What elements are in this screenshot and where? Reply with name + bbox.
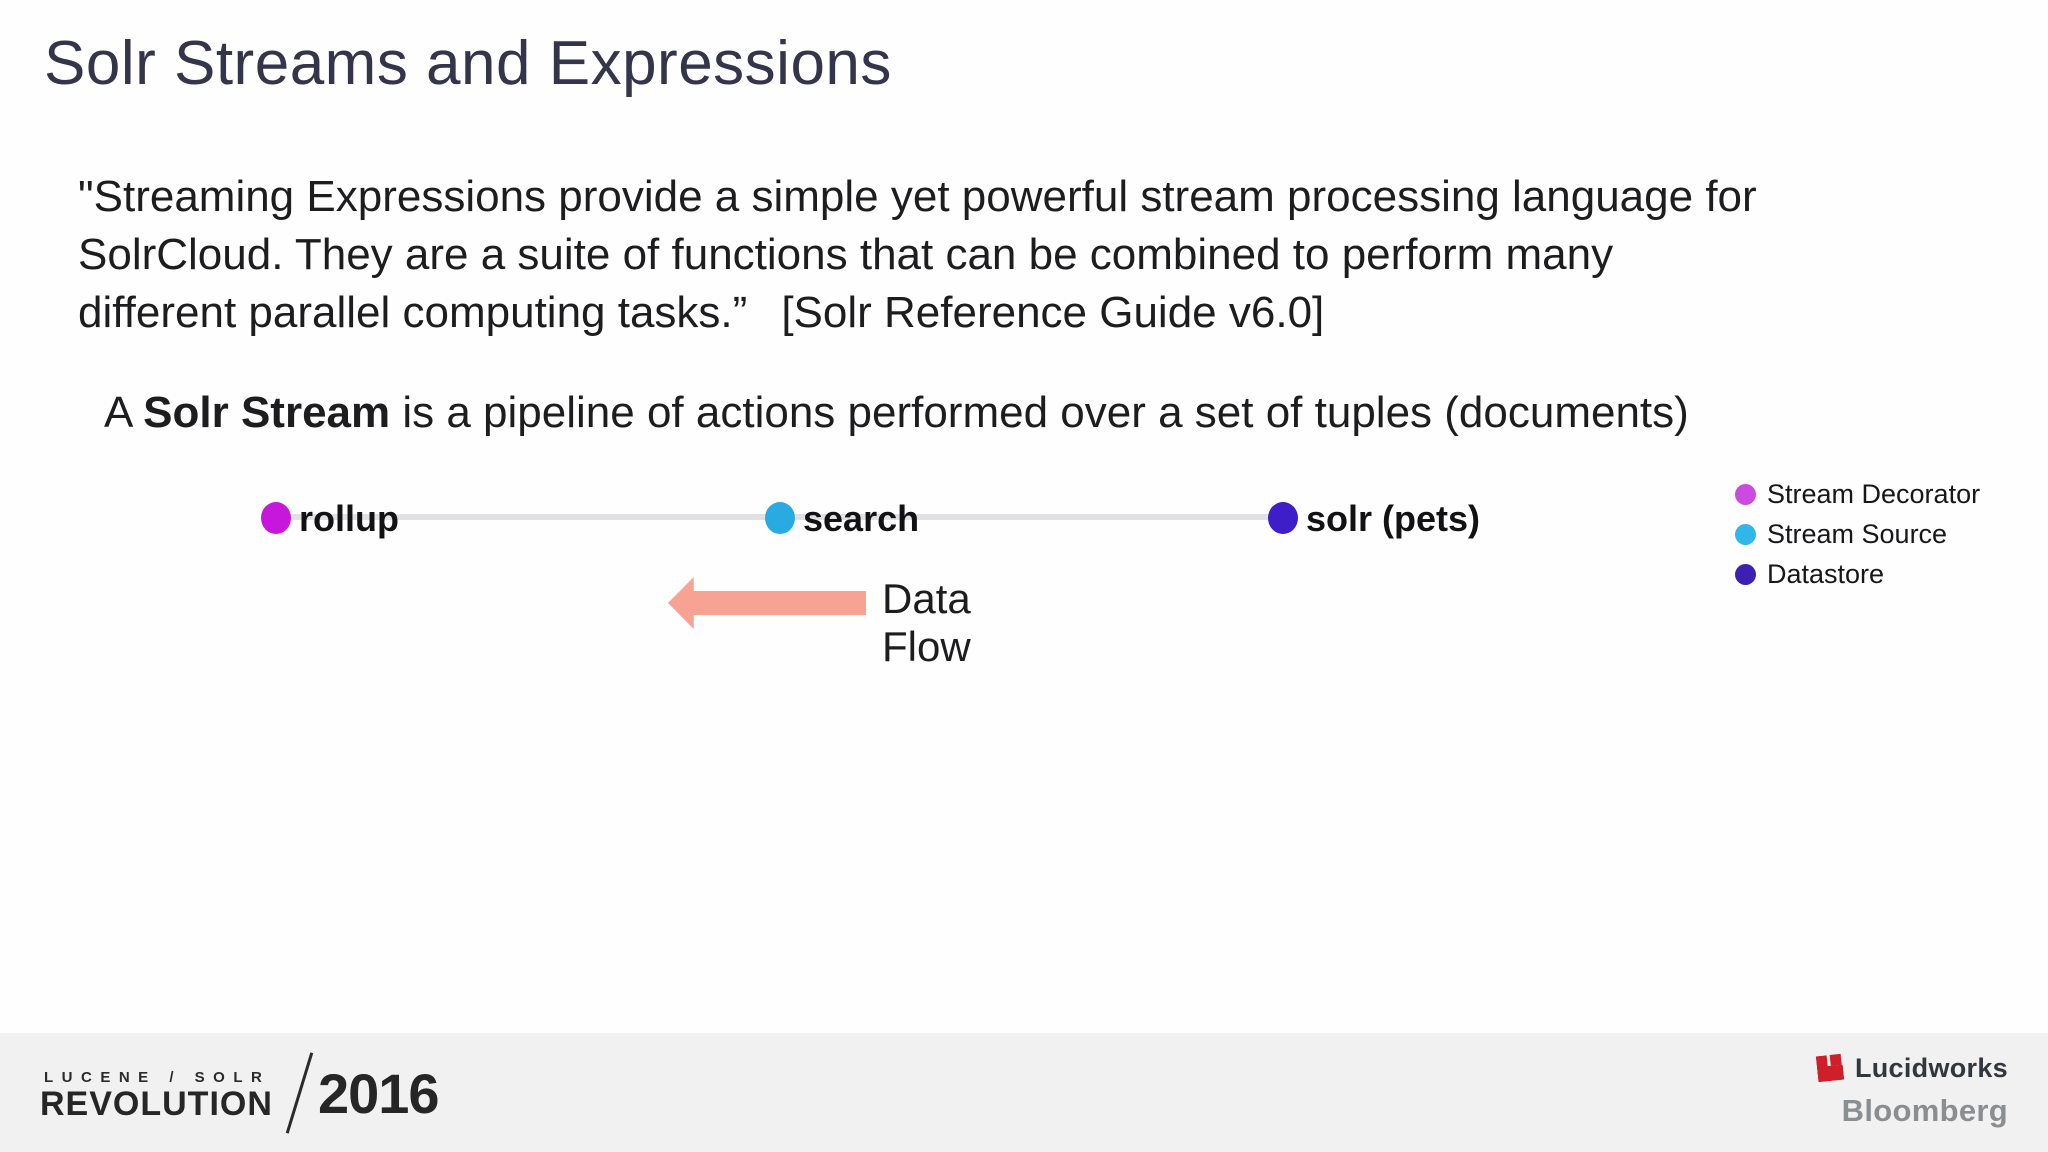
quote-line-text: different parallel computing tasks.” — [78, 288, 748, 337]
statement-prefix: A — [104, 388, 144, 437]
conference-topline: LUCENE / SOLR — [44, 1069, 271, 1086]
stream-source-dot — [765, 502, 795, 534]
legend-item-stream-source: Stream Source — [1735, 514, 1980, 554]
lucidworks-icon — [1816, 1054, 1845, 1083]
legend-item-stream-decorator: Stream Decorator — [1735, 474, 1980, 514]
quote-line: "Streaming Expressions provide a simple … — [78, 172, 1757, 221]
conference-year: 2016 — [318, 1062, 440, 1125]
slide-footer: LUCENE / SOLR REVOLUTION 2016 Lucidworks… — [0, 1033, 2048, 1152]
legend-item-datastore: Datastore — [1735, 554, 1980, 594]
stream-source-legend-dot — [1735, 523, 1756, 545]
bloomberg-wordmark: Bloomberg — [1841, 1093, 2008, 1128]
quote-line: different parallel computing tasks.” [Sol… — [78, 284, 1757, 342]
quote-line: SolrCloud. They are a suite of functions… — [78, 230, 1614, 279]
quote-paragraph: "Streaming Expressions provide a simple … — [78, 168, 1757, 342]
diagram-legend: Stream Decorator Stream Source Datastore — [1735, 474, 1980, 594]
sponsor-logos: Lucidworks Bloomberg — [1817, 1051, 2008, 1129]
lucidworks-wordmark: Lucidworks — [1854, 1052, 2008, 1083]
legend-label: Stream Decorator — [1767, 478, 1981, 509]
quote-citation: [Solr Reference Guide v6.0] — [781, 288, 1325, 337]
conference-name: REVOLUTION — [40, 1085, 273, 1123]
pipeline-node-label: search — [803, 498, 920, 539]
stream-definition: A Solr Stream is a pipeline of actions p… — [104, 388, 1689, 438]
statement-term: Solr Stream — [143, 388, 391, 437]
stream-decorator-legend-dot — [1735, 483, 1756, 505]
pipeline-node-label: rollup — [299, 498, 399, 539]
legend-label: Stream Source — [1767, 518, 1948, 549]
datastore-dot — [1268, 502, 1298, 534]
stream-decorator-dot — [261, 502, 291, 534]
slide-title: Solr Streams and Expressions — [44, 29, 892, 98]
pipeline-node-label: solr (pets) — [1306, 498, 1481, 539]
datastore-legend-dot — [1735, 563, 1756, 585]
legend-label: Datastore — [1767, 558, 1885, 589]
data-flow-label: Data Flow — [882, 575, 971, 670]
data-flow-arrow-icon — [668, 577, 866, 629]
slash-divider — [285, 1052, 314, 1134]
statement-suffix: is a pipeline of actions performed over … — [390, 388, 1689, 437]
lucidworks-logo: Lucidworks — [1817, 1051, 2008, 1085]
